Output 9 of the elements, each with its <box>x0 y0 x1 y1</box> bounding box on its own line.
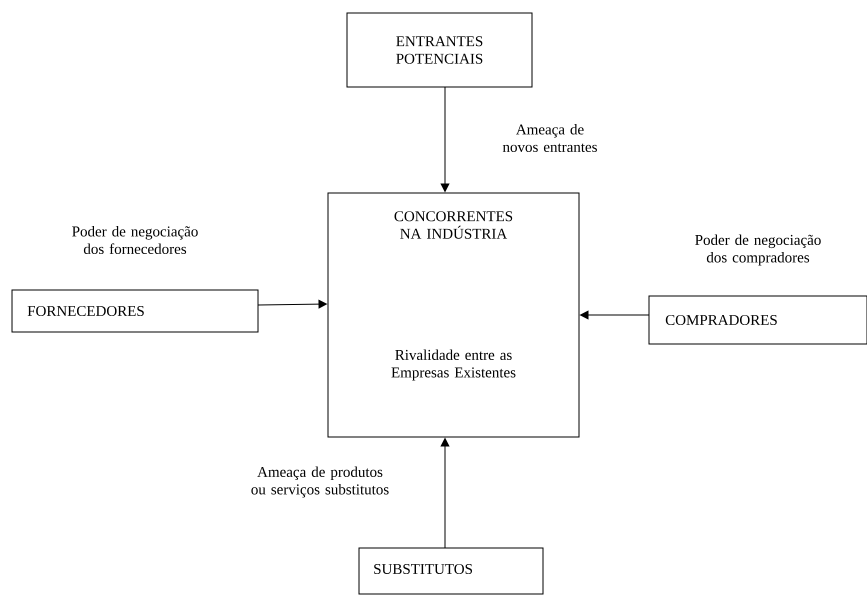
edge-label: Ameaça de novos entrantes <box>502 124 597 152</box>
label: Poder de negociação dos fornecedores <box>72 226 198 254</box>
box: FORNECEDORES <box>12 290 258 332</box>
box: SUBSTITUTOS <box>358 548 544 594</box>
box: CONCORRENTES NA INDÚSTRIA Rivalidade entre as Empresas Existentes <box>328 192 580 438</box>
edge-label: Ameaça de produtos ou serviços substitutos <box>251 466 389 498</box>
box: COMPRADORES <box>648 296 867 344</box>
label: Poder de negociação dos compradores <box>695 234 821 266</box>
box: ENTRANTES POTENCIAIS <box>346 12 532 88</box>
